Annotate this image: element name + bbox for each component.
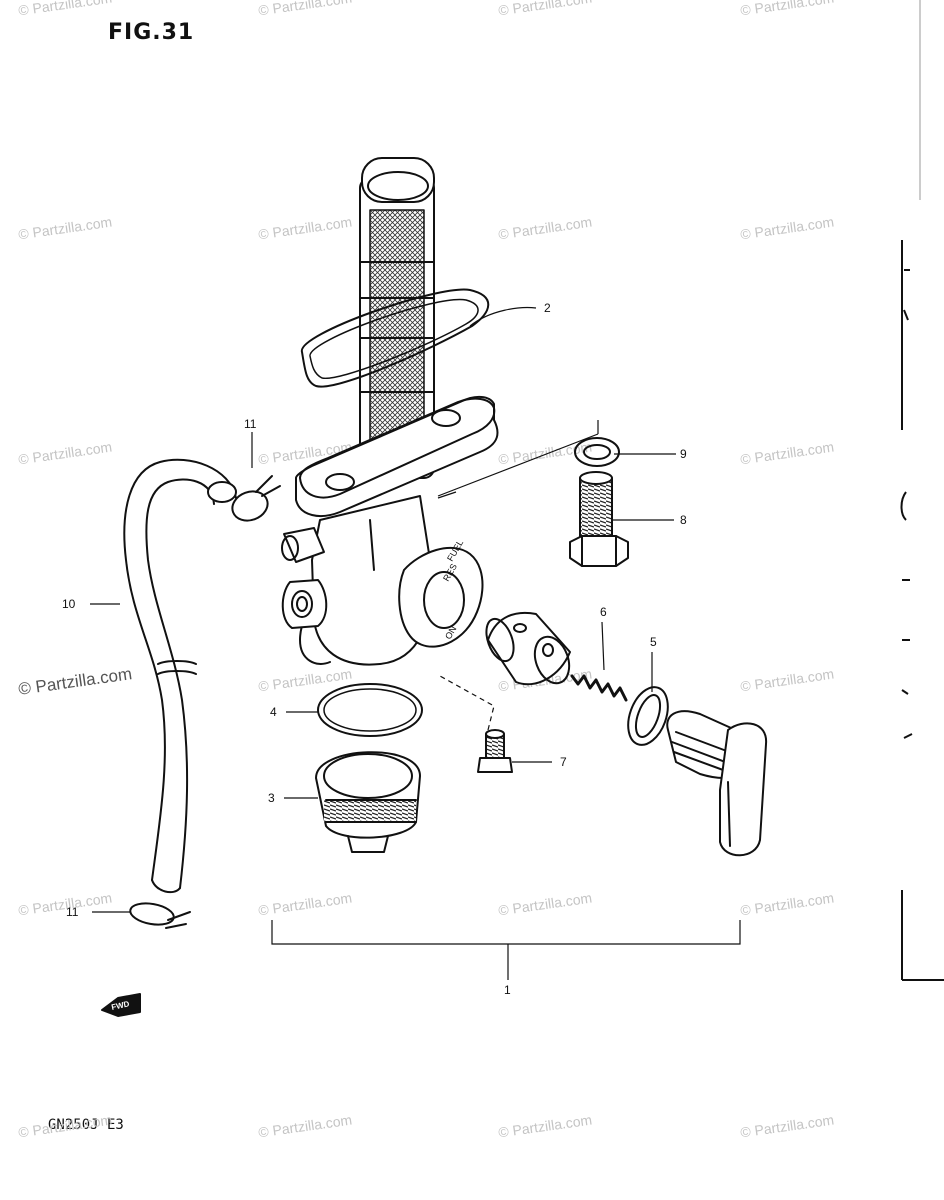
- o-ring-2: [300, 288, 490, 388]
- drain-screw: [477, 729, 513, 773]
- hose-clamp-upper: [231, 475, 281, 522]
- figure-title: FIG.31: [108, 20, 195, 45]
- valve-lever: [666, 710, 768, 857]
- valve-rotor: [485, 611, 571, 686]
- callout-7: 7: [560, 755, 567, 769]
- spring: [570, 674, 628, 702]
- callout-6: 6: [600, 605, 607, 619]
- hose-clamp-lower: [129, 902, 191, 929]
- callout-10: 10: [62, 597, 76, 611]
- fuel-cock-body: [281, 495, 484, 666]
- model-code: GN250J E3: [48, 1117, 124, 1133]
- margin-marks: [900, 0, 944, 981]
- forward-arrow: [101, 993, 141, 1017]
- callout-2: 2: [544, 301, 551, 315]
- fuel-hose: [123, 458, 237, 894]
- fuel-strainer: [359, 157, 435, 479]
- callout-4: 4: [270, 705, 277, 719]
- o-ring-4: [317, 683, 423, 737]
- callout-5: 5: [650, 635, 657, 649]
- bolt: [569, 471, 629, 567]
- callout-11-upper: 11: [244, 417, 257, 431]
- callout-1: 1: [504, 983, 511, 997]
- callout-8: 8: [680, 513, 687, 527]
- washer: [574, 437, 620, 467]
- gasket-washer: [627, 686, 669, 746]
- callout-9: 9: [680, 447, 687, 461]
- callout-3: 3: [268, 791, 275, 805]
- callout-11-lower: 11: [66, 905, 79, 919]
- mounting-flange: [295, 396, 499, 517]
- sediment-cup: [315, 751, 421, 853]
- forward-arrow-label: FWD: [111, 999, 131, 1012]
